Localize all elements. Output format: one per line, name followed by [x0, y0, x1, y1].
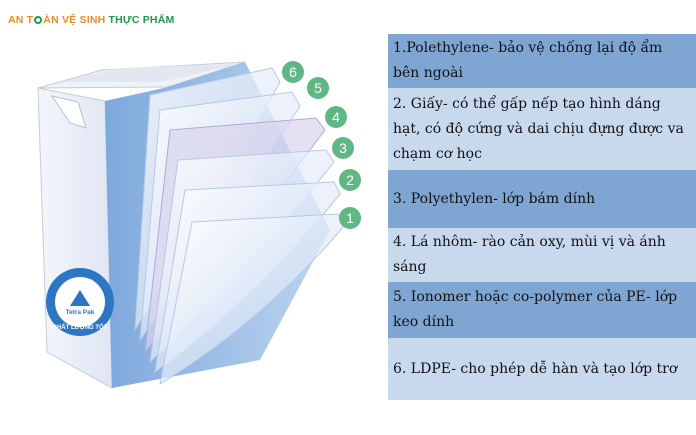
badge-logo-text: Tetra Pak — [66, 309, 95, 316]
carton-fold-flap — [50, 95, 87, 129]
layer-number-4-label: 4 — [332, 109, 340, 125]
layer-number-3-label: 3 — [339, 140, 347, 156]
legend-row-5: 5. Ionomer hoặc co-polymer của PE- lớp k… — [388, 282, 696, 338]
tetra-pak-badge: BẢO VỆ CHẤT LƯỢNG TỐT Tetra Pak — [46, 268, 114, 336]
legend-row-4-text: 4. Lá nhôm- rào cản oxy, mùi vị và ánh s… — [393, 234, 666, 275]
carton-layers-illustration: BẢO VỆ CHẤT LƯỢNG TỐT Tetra Pak 6 5 4 3 … — [37, 61, 361, 389]
legend-row-4: 4. Lá nhôm- rào cản oxy, mùi vị và ánh s… — [388, 228, 696, 282]
layer-number-3: 3 — [332, 137, 354, 159]
layer-number-1-label: 1 — [346, 210, 354, 226]
carton-top-seal — [60, 64, 240, 82]
badge-bottom-text: CHẤT LƯỢNG TỐT — [53, 324, 108, 331]
brand-text-3: THỰC PHẨM — [105, 14, 175, 26]
legend-row-3-text: 3. Polyethylen- lớp bám dính — [393, 190, 596, 207]
layer-number-1: 1 — [339, 207, 361, 229]
tetra-pak-triangle-icon — [70, 290, 90, 306]
brand-circle-icon — [34, 16, 43, 24]
layer-number-5: 5 — [307, 77, 329, 99]
brand-logo: AN T ÀN VỆ SINH THỰC PHẨM — [8, 14, 174, 26]
legend-row-1-text: 1.Polethylene- bảo vệ chống lại độ ẩm bê… — [393, 40, 663, 81]
brand-text-1: AN T — [8, 14, 34, 26]
carton-front-face — [37, 87, 113, 389]
layer-number-6: 6 — [282, 61, 304, 83]
layer-number-4: 4 — [325, 106, 347, 128]
badge-top-text: BẢO VỆ — [67, 279, 94, 288]
layer-number-2-label: 2 — [346, 172, 354, 188]
layer-1-sheet — [159, 213, 345, 386]
legend-row-6-text: 6. LDPE- cho phép dễ hàn và tạo lớp trơ — [393, 360, 678, 377]
brand-text-2: ÀN VỆ SINH — [43, 14, 106, 26]
legend-row-1: 1.Polethylene- bảo vệ chống lại độ ẩm bê… — [388, 34, 696, 88]
legend-row-2: 2. Giấy- có thể gấp nếp tạo hình dáng hạ… — [388, 88, 696, 170]
layer-number-6-label: 6 — [289, 64, 297, 80]
legend-row-2-text: 2. Giấy- có thể gấp nếp tạo hình dáng hạ… — [393, 95, 684, 162]
layer-number-5-label: 5 — [314, 80, 322, 96]
layer-number-2: 2 — [339, 169, 361, 191]
legend-row-3: 3. Polyethylen- lớp bám dính — [388, 170, 696, 228]
legend-row-6: 6. LDPE- cho phép dễ hàn và tạo lớp trơ — [388, 338, 696, 400]
layer-legend-table: 1.Polethylene- bảo vệ chống lại độ ẩm bê… — [388, 34, 696, 400]
legend-row-5-text: 5. Ionomer hoặc co-polymer của PE- lớp k… — [393, 289, 678, 330]
